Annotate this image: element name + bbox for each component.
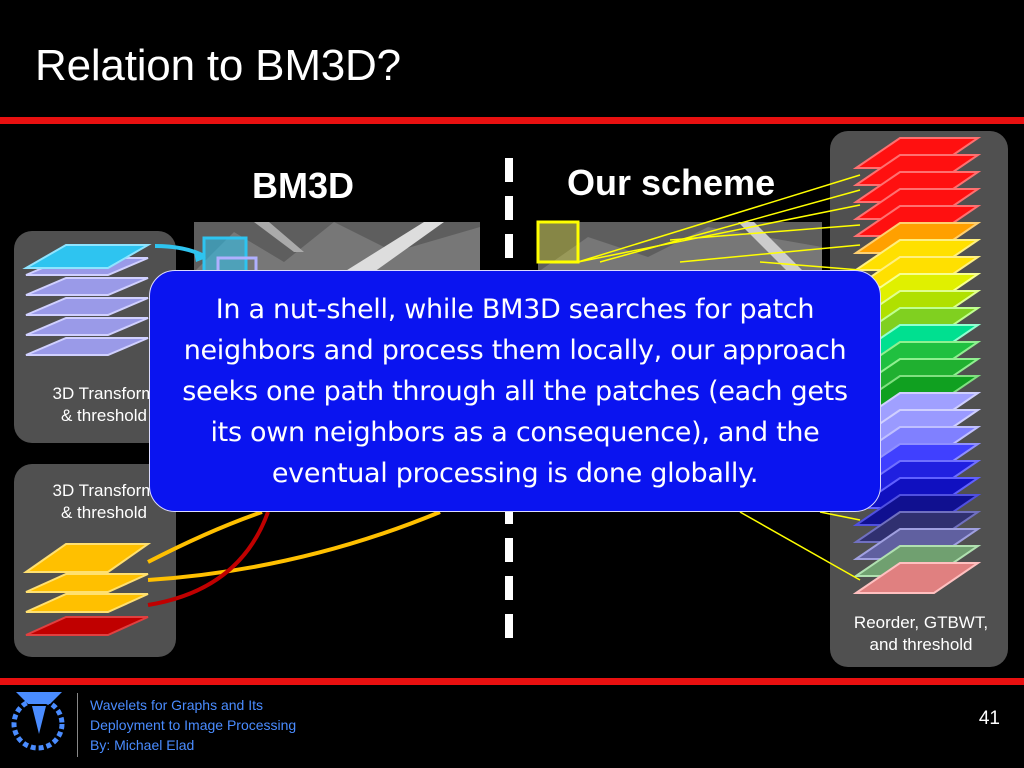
our-scheme-heading: Our scheme [567, 162, 776, 203]
footer-line2: Deployment to Image Processing [90, 717, 297, 733]
bm3d-arrow-cyan [154, 244, 205, 258]
our-patch-yellow [536, 220, 580, 264]
technion-logo-icon [11, 692, 65, 751]
yellow-connectors [577, 174, 861, 581]
bottom-divider [0, 678, 1024, 685]
left-bottom-panel-label: 3D Transform & threshold [14, 480, 194, 524]
connector-darkred [147, 511, 270, 607]
footer-text: Wavelets for Graphs and Its Deployment t… [90, 695, 296, 755]
left-bottom-label-line2: & threshold [61, 503, 147, 522]
right-label-line2: and threshold [869, 635, 973, 654]
right-stack [852, 137, 982, 594]
footer-divider [77, 693, 78, 757]
footer-line1: Wavelets for Graphs and Its [90, 697, 263, 713]
connector-orange-1 [147, 510, 263, 564]
right-label-line1: Reorder, GTBWT, [853, 613, 989, 632]
left-top-label-line2: & threshold [61, 406, 147, 425]
left-top-stack [22, 244, 152, 356]
slide-title: Relation to BM3D? [35, 41, 401, 90]
page-number: 41 [978, 708, 1000, 729]
right-panel-label: Reorder, GTBWT, and threshold [830, 612, 1012, 656]
left-top-label-line1: 3D Transform [52, 384, 156, 403]
left-top-panel-label: 3D Transform & threshold [14, 383, 194, 427]
left-bottom-label-line1: 3D Transform [52, 481, 156, 500]
connector-orange-2 [147, 510, 441, 582]
left-bottom-stack [22, 543, 152, 636]
top-divider [0, 117, 1024, 124]
footer-line3: By: Michael Elad [90, 737, 195, 753]
callout-box: In a nut-shell, while BM3D searches for … [149, 270, 881, 512]
bm3d-arrowhead [194, 252, 206, 262]
our-scheme-image [538, 222, 822, 272]
bm3d-heading: BM3D [252, 165, 355, 206]
